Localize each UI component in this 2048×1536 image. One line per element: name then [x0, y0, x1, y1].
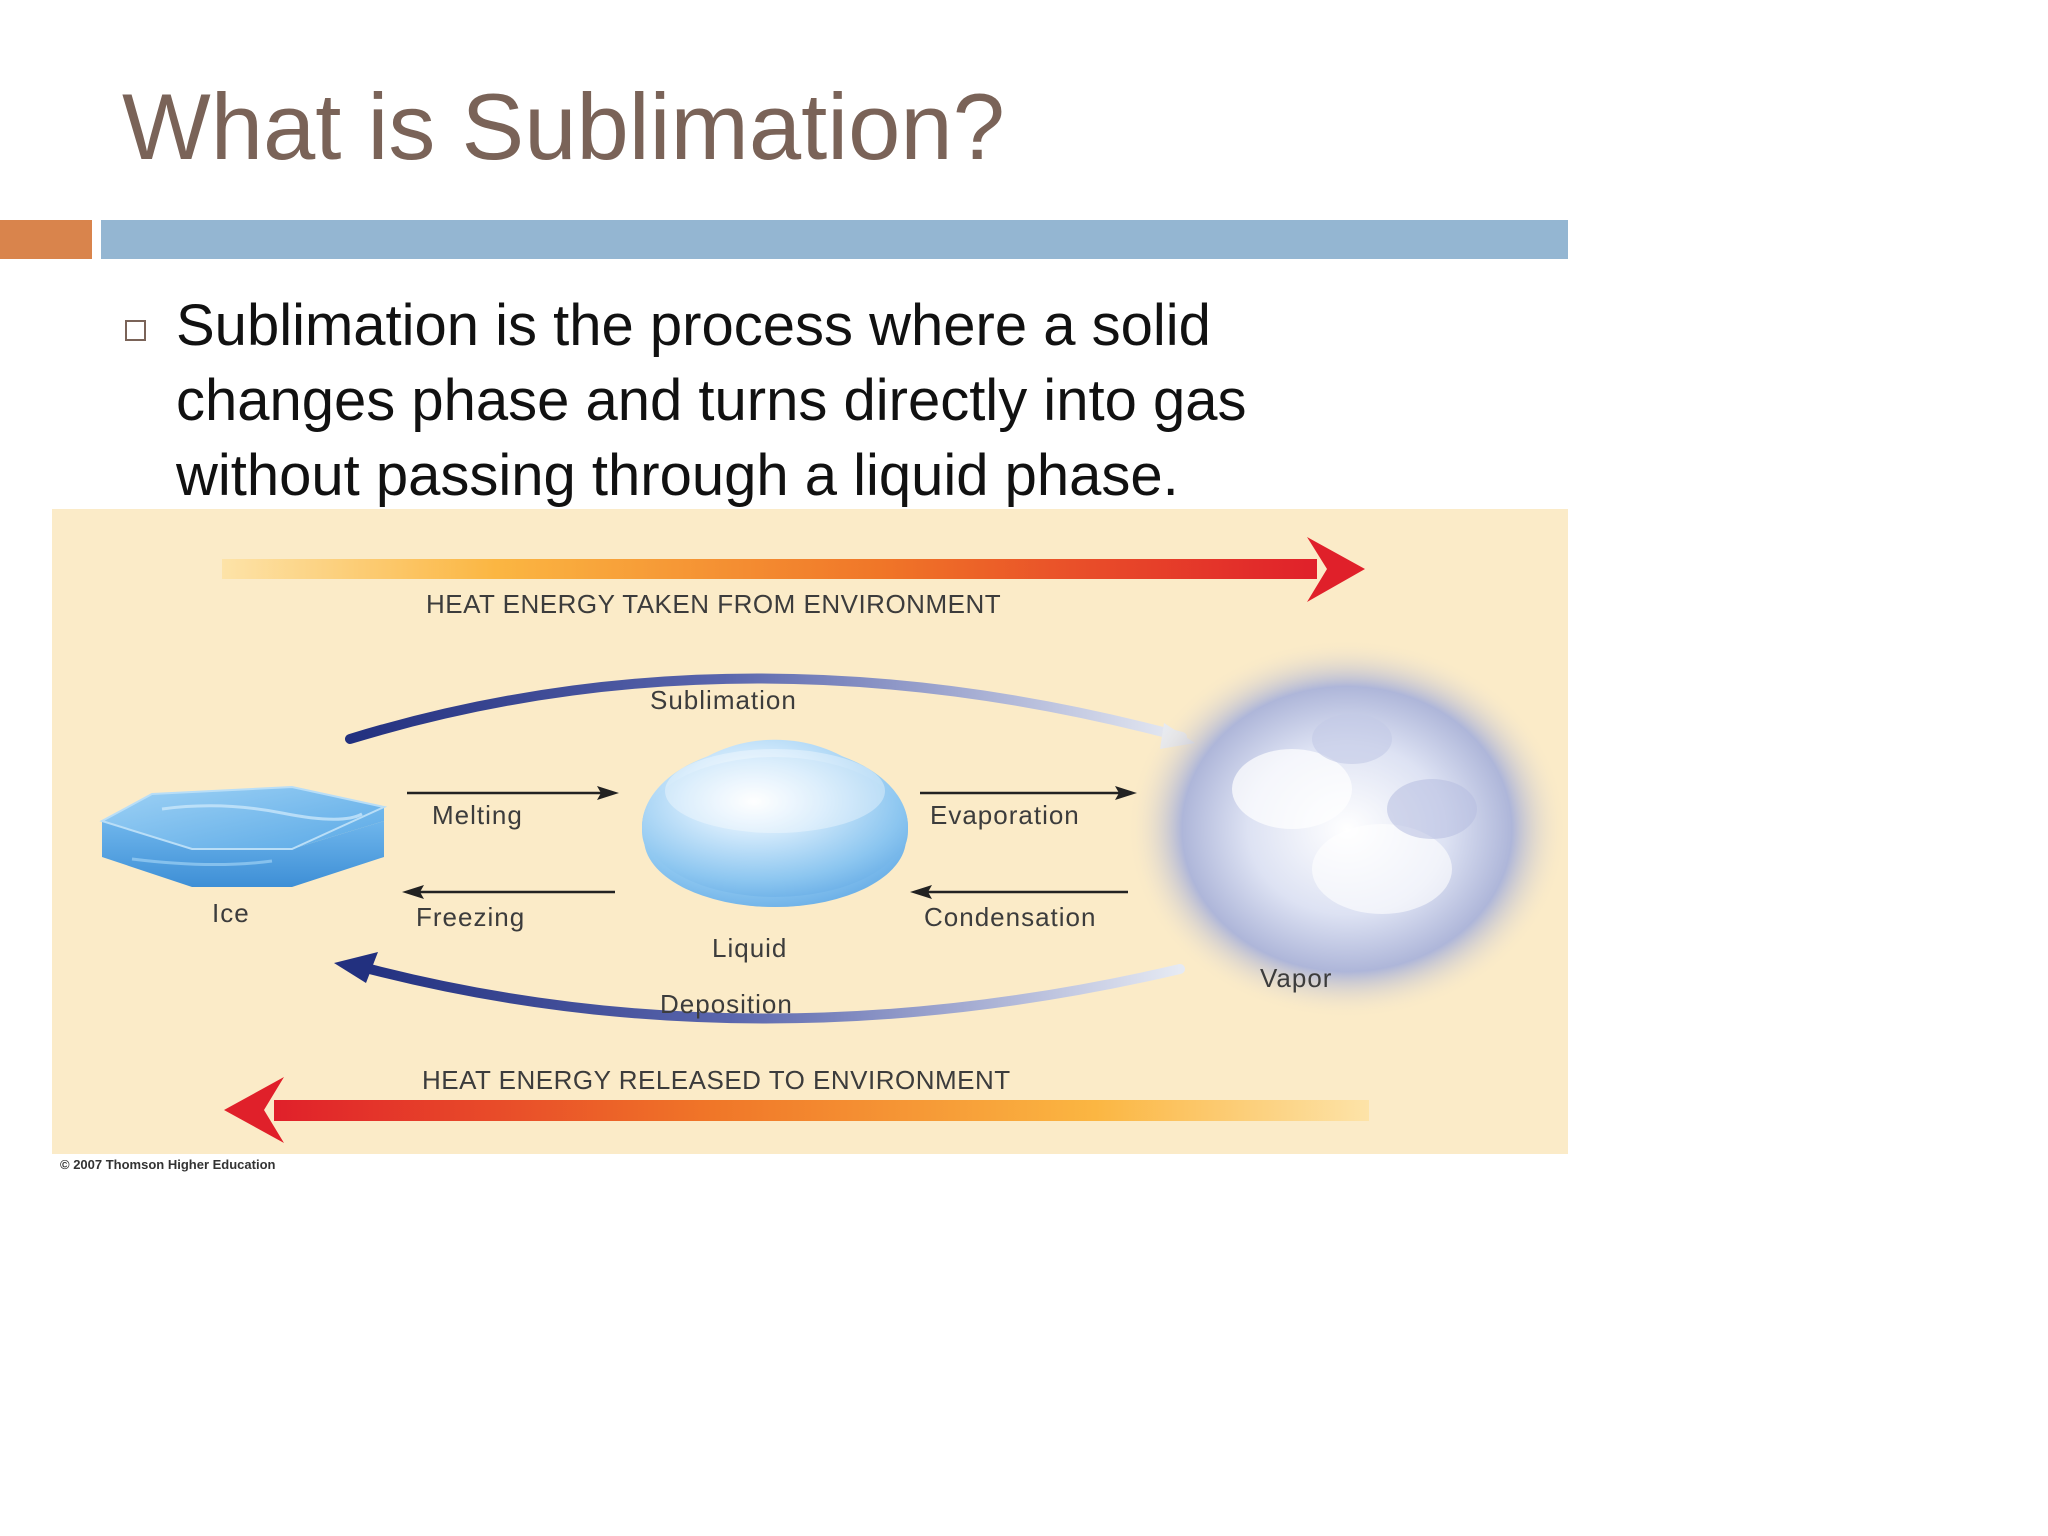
sublimation-label: Sublimation — [650, 685, 797, 715]
slide-title: What is Sublimation? — [122, 74, 1005, 179]
ice-crystal-illustration — [99, 785, 388, 887]
freezing-label: Freezing — [416, 902, 525, 932]
vapor-label: Vapor — [1260, 963, 1332, 993]
bullet-square-icon — [125, 320, 146, 341]
accent-bar-blue — [101, 220, 1568, 259]
bullet-line-1: Sublimation is the process where a solid — [176, 293, 1211, 358]
deposition-arc-arrow — [334, 952, 1185, 1024]
deposition-label: Deposition — [660, 989, 793, 1019]
evaporation-label: Evaporation — [930, 800, 1080, 830]
bullet-text: Sublimation is the process where a solid… — [176, 288, 1476, 513]
freezing-arrow — [402, 885, 615, 899]
copyright-credit: © 2007 Thomson Higher Education — [60, 1157, 276, 1172]
ice-label: Ice — [212, 898, 250, 928]
heat-taken-label: HEAT ENERGY TAKEN FROM ENVIRONMENT — [426, 589, 1001, 619]
liquid-drop-illustration — [642, 739, 908, 907]
condensation-label: Condensation — [924, 902, 1096, 932]
liquid-label: Liquid — [712, 933, 787, 963]
vapor-cloud-illustration — [1127, 639, 1567, 1019]
accent-bar-orange — [0, 220, 92, 259]
heat-taken-arrow — [222, 537, 1365, 602]
heat-released-arrow — [224, 1077, 1369, 1143]
bullet-line-3: without passing through a liquid phase. — [176, 443, 1179, 508]
heat-released-label: HEAT ENERGY RELEASED TO ENVIRONMENT — [422, 1065, 1011, 1095]
bullet-line-2: changes phase and turns directly into ga… — [176, 368, 1247, 433]
melting-label: Melting — [432, 800, 523, 830]
phase-change-diagram: HEAT ENERGY TAKEN FROM ENVIRONMENT Subli… — [52, 509, 1568, 1176]
condensation-arrow — [910, 885, 1128, 899]
evaporation-arrow — [920, 786, 1137, 800]
melting-arrow — [407, 786, 619, 800]
